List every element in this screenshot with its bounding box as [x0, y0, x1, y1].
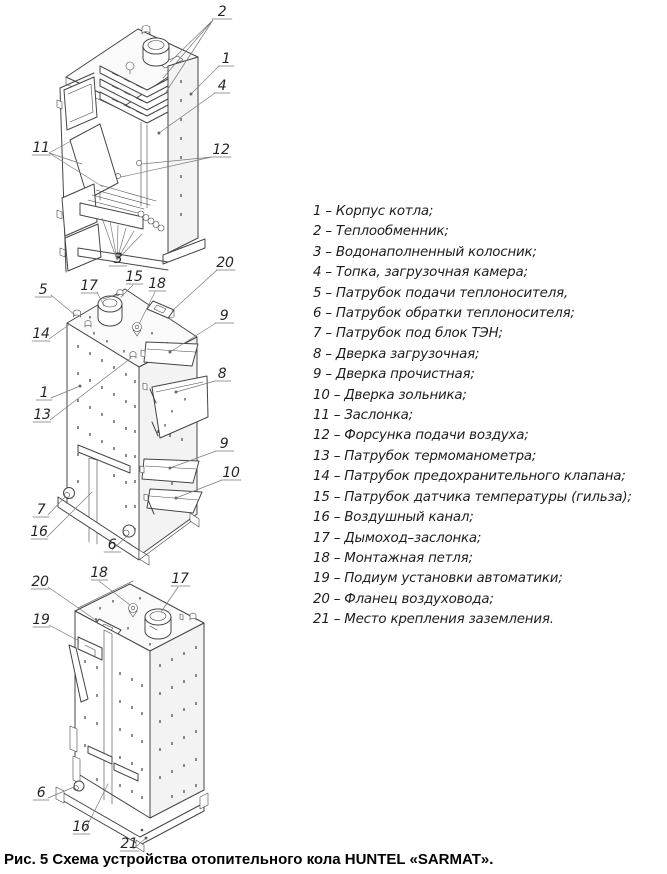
legend-item: 21 – Место крепления заземления.	[313, 612, 554, 628]
callout-8: 8	[218, 366, 227, 382]
callout-6-bot: 6	[37, 785, 46, 801]
pad	[69, 725, 78, 753]
cleaning-door-top	[140, 341, 199, 367]
legend-item: 20 – Фланец воздуховода;	[313, 591, 494, 607]
legend-item: 10 – Дверка зольника;	[313, 387, 467, 403]
bottom-view-rear	[55, 580, 209, 853]
callout-20: 20	[216, 255, 234, 271]
cleaning-door-bottom	[139, 458, 200, 484]
legend-item: 9 – Дверка прочистная;	[313, 367, 475, 383]
callout-15: 15	[125, 269, 143, 285]
callout-20-bot: 20	[31, 574, 49, 590]
callout-4: 4	[218, 78, 227, 94]
legend-item: 19 – Подиум установки автоматики;	[313, 571, 563, 587]
lever-rod	[68, 644, 89, 703]
leader-endpoints	[78, 92, 193, 840]
heat-exchanger-plates	[99, 65, 169, 124]
legend-item: 1 – Корпус котла;	[313, 204, 434, 219]
small-stub	[141, 25, 151, 35]
legend-item: 13 – Патрубок термоманометра;	[313, 448, 537, 464]
rear-right-face	[149, 622, 205, 819]
legend-item: 6 – Патрубок обратки теплоносителя;	[313, 306, 575, 322]
callout-7: 7	[37, 502, 46, 518]
base	[77, 247, 169, 271]
legend-list: 1 – Корпус котла; 2 – Теплообменник; 3 –…	[313, 202, 643, 631]
handle-bar	[113, 762, 139, 782]
small-pin	[179, 613, 184, 621]
handle-bar	[77, 444, 131, 474]
callout-18-bot: 18	[90, 565, 108, 581]
figure-caption: Рис. 5 Схема устройства отопительного ко…	[4, 851, 494, 868]
return-port	[122, 524, 136, 538]
callout-11: 11	[32, 140, 49, 156]
air-channel	[103, 629, 113, 805]
base-rail	[57, 496, 200, 566]
leader-lines	[30, 18, 242, 852]
legend-item: 16 – Воздушный канал;	[313, 510, 474, 526]
callout-17: 17	[80, 278, 98, 294]
thermo-stub	[129, 351, 137, 359]
legend-item: 14 – Патрубок предохранительного клапана…	[313, 469, 626, 485]
nozzle-hole	[136, 160, 142, 166]
callout-14: 14	[32, 326, 49, 342]
callout-9-top: 9	[220, 308, 229, 324]
legend-item: 3 – Водонаполненный колосник;	[313, 244, 537, 260]
handle-bar	[87, 745, 113, 765]
chimney-collar	[142, 37, 170, 67]
legend-item: 5 – Патрубок подачи теплоносителя,	[313, 285, 568, 301]
right-wall	[167, 56, 199, 254]
small-stub	[189, 612, 197, 621]
middle-view-front	[57, 288, 209, 566]
legend-item: 2 – Теплообменник;	[313, 224, 449, 240]
callout-numbers: 2 1 4 12 11 3 20 15 18 17 5 14 9 8 1 13 …	[30, 4, 240, 852]
callout-1-mid: 1	[40, 385, 49, 401]
callout-9-low: 9	[220, 436, 229, 452]
base-frame	[55, 786, 209, 853]
callout-1: 1	[222, 51, 231, 67]
callout-19: 19	[32, 612, 50, 628]
valve-stub	[84, 320, 92, 328]
damper-flap	[69, 123, 119, 200]
chimney	[144, 608, 172, 640]
air-nozzle-channel	[140, 121, 148, 209]
ten-port	[63, 487, 75, 499]
callout-2: 2	[218, 4, 227, 20]
lifting-ring-icon	[125, 61, 135, 71]
ground-point	[140, 828, 144, 832]
legend-item: 7 – Патрубок под блок ТЭН;	[313, 326, 503, 342]
left-doors	[56, 72, 119, 273]
legend-item: 8 – Дверка загрузочная;	[313, 346, 480, 362]
supply-stub	[73, 309, 81, 318]
callout-12: 12	[212, 142, 230, 158]
grate-tubes	[79, 184, 165, 232]
callout-5: 5	[39, 282, 48, 298]
roof-slot	[159, 55, 184, 69]
callout-17-bot: 17	[171, 571, 189, 587]
legend-item: 18 – Монтажная петля;	[313, 550, 473, 566]
automation-podium	[77, 636, 103, 661]
legend-item: 12 – Форсунка подачи воздуха;	[313, 428, 529, 444]
loading-door	[142, 375, 209, 439]
sensor-stub	[116, 289, 124, 297]
legend-item: 15 – Патрубок датчика температуры (гильз…	[313, 489, 632, 505]
top-view-cutaway	[56, 25, 206, 273]
callout-16-bot: 16	[72, 819, 90, 835]
mounting-loop	[132, 322, 142, 337]
callout-18: 18	[148, 276, 166, 292]
legend-item: 17 – Дымоход–заслонка;	[313, 530, 482, 546]
legend-item: 11 – Заслонка;	[313, 408, 413, 424]
legend-item: 4 – Топка, загрузочная камера;	[313, 265, 528, 281]
air-duct-flange	[146, 300, 175, 319]
callout-21: 21	[120, 836, 137, 852]
callout-13: 13	[33, 407, 50, 423]
ash-door	[143, 488, 203, 515]
callout-10: 10	[222, 465, 240, 481]
callout-3: 3	[114, 251, 123, 267]
callout-6-mid: 6	[108, 537, 117, 553]
mounting-loop	[128, 603, 138, 618]
pad	[72, 755, 81, 784]
return-port	[73, 780, 85, 792]
callout-16-mid: 16	[30, 524, 48, 540]
